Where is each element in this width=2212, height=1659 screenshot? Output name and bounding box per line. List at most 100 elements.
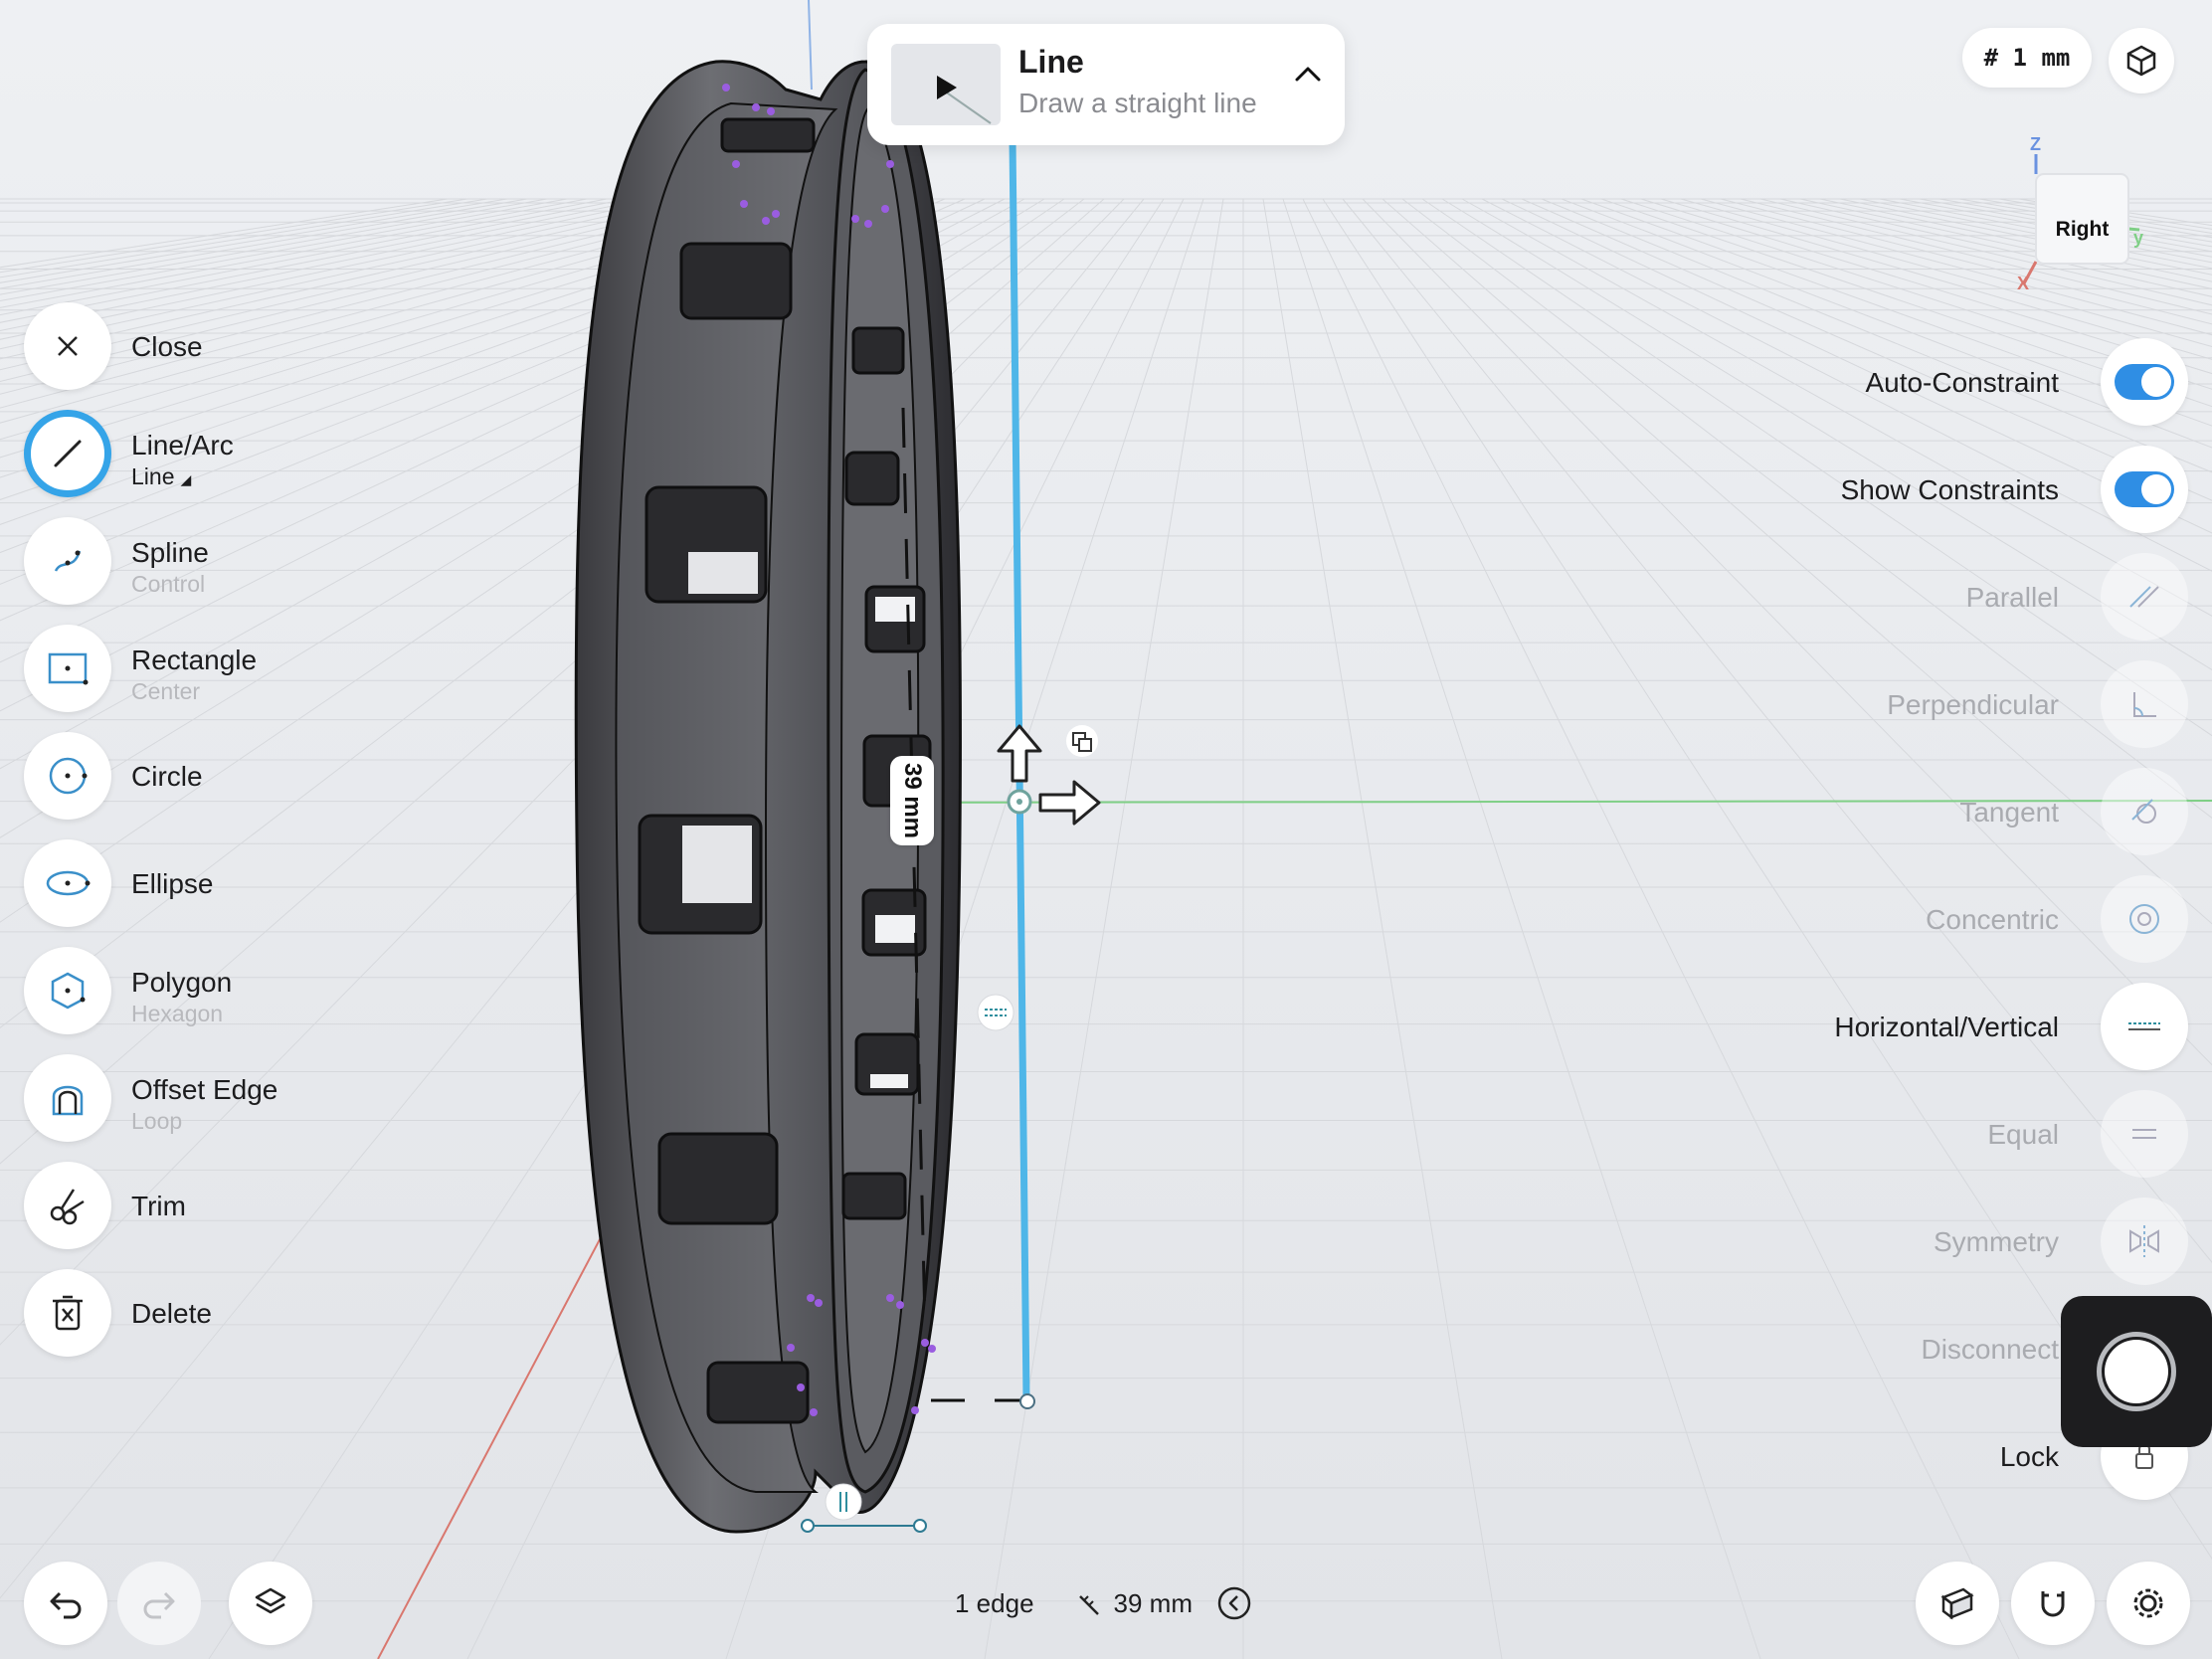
delete-button[interactable] xyxy=(24,1269,111,1357)
tool-label: Offset Edge xyxy=(131,1074,278,1105)
tool-close[interactable]: Close xyxy=(24,302,422,390)
tool-polygon[interactable]: Polygon Hexagon xyxy=(24,947,422,1034)
ruler-icon xyxy=(1078,1595,1099,1615)
view-cube-face-label: Right xyxy=(2055,218,2110,241)
show-constraints-toggle[interactable] xyxy=(2101,446,2188,533)
tool-offset-edge[interactable]: Offset Edge Loop xyxy=(24,1054,422,1142)
rectangle-center-icon xyxy=(48,652,89,685)
circle-icon xyxy=(49,757,88,795)
horizontal-vertical-button[interactable] xyxy=(2101,983,2188,1070)
symmetry-button[interactable] xyxy=(2101,1198,2188,1285)
view-cube-axis-y: Y xyxy=(2133,228,2144,248)
tool-label: Line/Arc xyxy=(131,430,234,461)
tool-spline[interactable]: Spline Control xyxy=(24,517,422,605)
dimension-label[interactable]: 39 mm xyxy=(890,756,934,845)
selection-status-bar: 1 edge 39 mm xyxy=(955,1581,1252,1625)
tool-sublabel: Loop xyxy=(131,1108,183,1134)
tool-delete[interactable]: Delete xyxy=(24,1269,422,1357)
tool-ellipse[interactable]: Ellipse xyxy=(24,839,422,927)
tool-circle[interactable]: Circle xyxy=(24,732,422,820)
constraint-label: Parallel xyxy=(1965,582,2059,613)
layers-button[interactable] xyxy=(229,1562,312,1645)
play-icon xyxy=(937,76,957,99)
constraint-label: Tangent xyxy=(1959,797,2059,828)
spline-icon xyxy=(54,550,82,572)
constraint-tangent[interactable]: Tangent xyxy=(1492,768,2188,855)
grid-size-label: # 1 mm xyxy=(1983,44,2071,72)
view-cube[interactable]: Z Right Y X xyxy=(2014,134,2153,303)
grid-size-button[interactable]: # 1 mm xyxy=(1962,28,2092,88)
constraint-perpendicular[interactable]: Perpendicular xyxy=(1492,660,2188,748)
line-arc-button[interactable] xyxy=(24,410,111,497)
magnet-icon xyxy=(2041,1591,2065,1617)
tool-line-arc[interactable]: Line/Arc Line◢ xyxy=(24,410,422,497)
toggle-switch[interactable] xyxy=(2115,364,2174,400)
constraint-label: Perpendicular xyxy=(1887,689,2059,720)
parallel-button[interactable] xyxy=(2101,553,2188,641)
selection-count: 1 edge xyxy=(955,1587,1034,1618)
constraint-parallel[interactable]: Parallel xyxy=(1492,553,2188,641)
wheel-rim-model xyxy=(574,60,1024,1534)
tool-label: Trim xyxy=(131,1191,186,1221)
constraint-label: Equal xyxy=(1987,1119,2059,1150)
constraint-show-constraints[interactable]: Show Constraints xyxy=(1492,446,2188,533)
undo-button[interactable] xyxy=(24,1562,107,1645)
tool-label: Delete xyxy=(131,1298,212,1329)
tool-info-card[interactable]: Line Draw a straight line xyxy=(867,24,1345,145)
tool-label: Close xyxy=(131,331,203,362)
rectangle-button[interactable] xyxy=(24,625,111,712)
chevron-up-icon[interactable] xyxy=(1293,64,1323,84)
tool-rectangle[interactable]: Rectangle Center xyxy=(24,625,422,712)
constraint-concentric[interactable]: Concentric xyxy=(1492,875,2188,963)
tool-trim[interactable]: Trim xyxy=(24,1162,422,1249)
spline-button[interactable] xyxy=(24,517,111,605)
screen-record-button[interactable] xyxy=(2061,1296,2212,1447)
toggle-switch[interactable] xyxy=(2115,471,2174,507)
tool-label: Circle xyxy=(131,761,203,792)
chevron-left-circle-icon[interactable] xyxy=(1216,1585,1252,1621)
snap-button[interactable] xyxy=(2011,1562,2095,1645)
close-button[interactable] xyxy=(24,302,111,390)
edge-length: 39 mm xyxy=(1113,1587,1193,1618)
constraint-horizontal-vertical[interactable]: Horizontal/Vertical xyxy=(1492,983,2188,1070)
perpendicular-icon xyxy=(2133,692,2156,717)
tangent-button[interactable] xyxy=(2101,768,2188,855)
constraint-equal[interactable]: Equal xyxy=(1492,1090,2188,1178)
parallel-icon xyxy=(2129,586,2159,608)
polygon-button[interactable] xyxy=(24,947,111,1034)
redo-icon xyxy=(143,1591,175,1619)
hexagon-icon xyxy=(51,972,86,1010)
gear-icon xyxy=(2133,1588,2163,1618)
concentric-button[interactable] xyxy=(2101,875,2188,963)
view-cube-axis-z: Z xyxy=(2030,134,2041,154)
layers-icon xyxy=(255,1587,286,1614)
offset-edge-button[interactable] xyxy=(24,1054,111,1142)
tool-mode-selector[interactable]: Line◢ xyxy=(131,463,192,489)
settings-button[interactable] xyxy=(2107,1562,2190,1645)
tool-title: Line xyxy=(1018,44,1084,80)
circle-button[interactable] xyxy=(24,732,111,820)
section-view-button[interactable] xyxy=(1916,1562,1999,1645)
tool-sublabel: Control xyxy=(131,571,206,597)
constraint-auto-constraint[interactable]: Auto-Constraint xyxy=(1492,338,2188,426)
tool-sublabel: Center xyxy=(131,678,201,704)
tool-preview-thumbnail[interactable] xyxy=(891,44,1001,125)
equal-button[interactable] xyxy=(2101,1090,2188,1178)
z-axis-line xyxy=(808,0,813,91)
constraint-label: Disconnect xyxy=(1921,1334,2059,1365)
constraint-label: Horizontal/Vertical xyxy=(1834,1012,2059,1042)
constraint-label: Symmetry xyxy=(1934,1226,2059,1257)
view-mode-button[interactable] xyxy=(2109,28,2174,93)
auto-constraint-toggle[interactable] xyxy=(2101,338,2188,426)
view-cube-axes xyxy=(2022,154,2140,284)
tool-label: Rectangle xyxy=(131,645,258,675)
trim-button[interactable] xyxy=(24,1162,111,1249)
perpendicular-button[interactable] xyxy=(2101,660,2188,748)
redo-button[interactable] xyxy=(117,1562,201,1645)
tool-label: Spline xyxy=(131,537,209,568)
constraint-symmetry[interactable]: Symmetry xyxy=(1492,1198,2188,1285)
symmetry-icon xyxy=(2129,1225,2159,1257)
ellipse-button[interactable] xyxy=(24,839,111,927)
tool-description: Draw a straight line xyxy=(1018,88,1257,118)
